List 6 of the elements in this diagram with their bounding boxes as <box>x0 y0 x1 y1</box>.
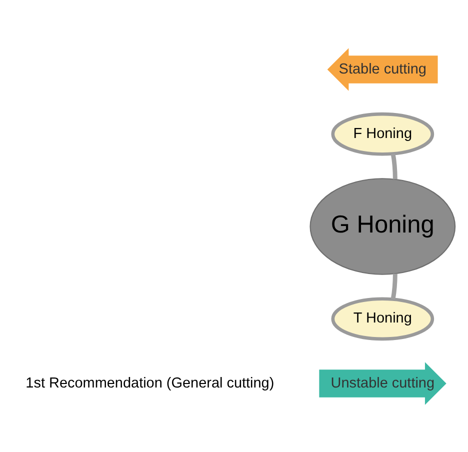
connector <box>390 153 398 179</box>
connector <box>390 273 398 300</box>
label: 1st Recommendation (General cutting) <box>26 374 274 391</box>
node-ellipse: G Honing <box>310 178 456 274</box>
node-ellipse: F Honing <box>331 112 434 156</box>
node-ellipse: T Honing <box>331 296 434 340</box>
